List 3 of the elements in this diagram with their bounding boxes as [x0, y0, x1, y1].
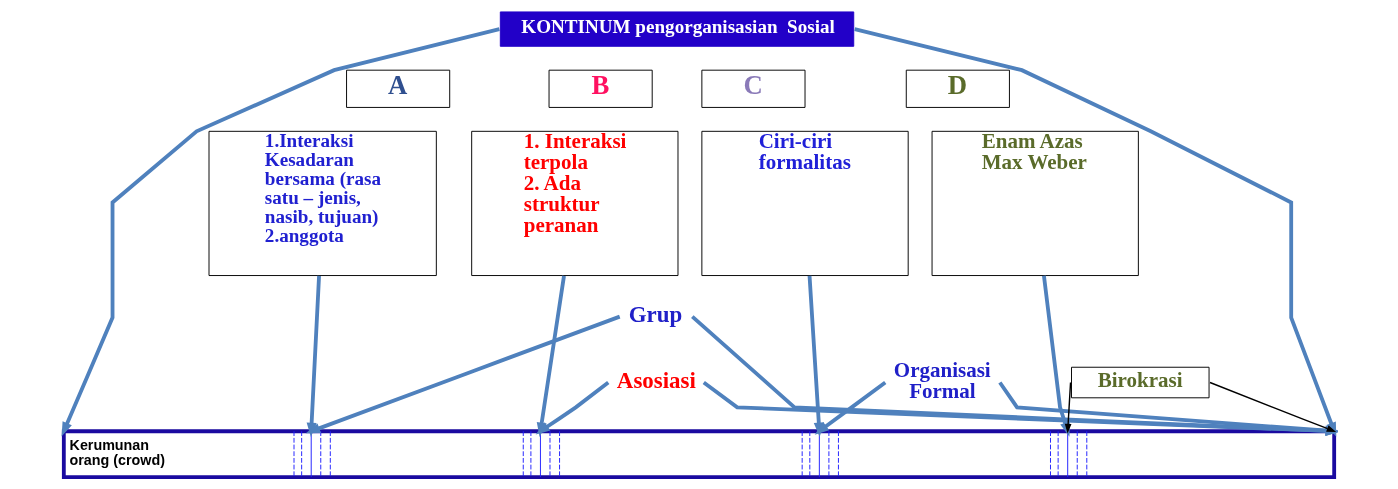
node-text: Asosiasi [616, 367, 696, 393]
node-text: Organisasi Formal [893, 358, 991, 404]
node-text: Grup [628, 301, 683, 327]
